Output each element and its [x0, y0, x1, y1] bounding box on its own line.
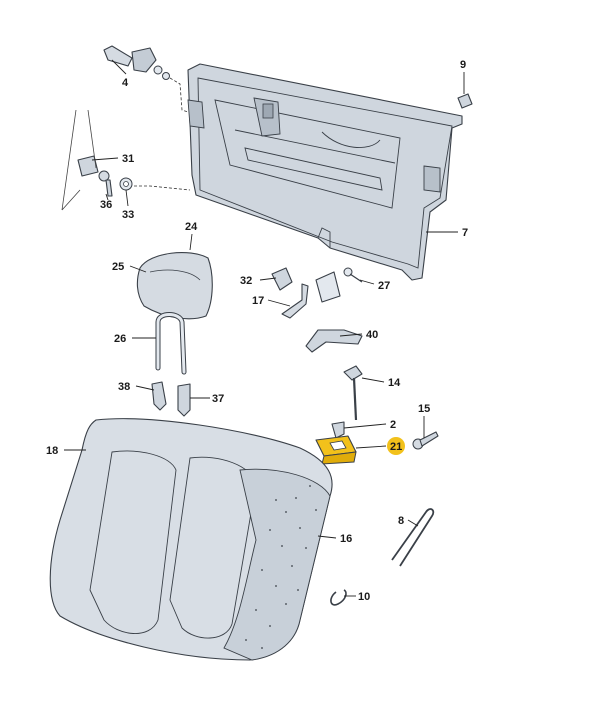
label-21-highlight: [387, 437, 405, 455]
part-17-bracket[interactable]: [281, 271, 341, 319]
leader-lines: [64, 59, 465, 597]
part-4-latch-striker[interactable]: [103, 45, 170, 80]
label-36: 36: [100, 199, 112, 211]
label-14: 14: [388, 377, 401, 389]
part-7-backrest-panel[interactable]: [187, 63, 463, 281]
part-31-clip[interactable]: [77, 155, 99, 177]
label-24: 24: [185, 221, 198, 233]
part-26-headrest-guide[interactable]: [155, 312, 187, 375]
part-27-screw[interactable]: [343, 267, 363, 283]
label-37: 37: [212, 393, 224, 405]
part-9-cap[interactable]: [457, 93, 473, 109]
label-40: 40: [366, 329, 378, 341]
part-18-backrest-cushion[interactable]: [49, 418, 333, 661]
label-7: 7: [462, 227, 468, 239]
part-37-sleeve[interactable]: [177, 383, 191, 417]
part-10-spring-clip[interactable]: [330, 589, 347, 606]
label-33: 33: [122, 209, 134, 221]
label-15: 15: [418, 403, 430, 415]
part-21-lock-housing[interactable]: [315, 435, 357, 465]
label-4: 4: [122, 77, 129, 89]
part-2-grommet[interactable]: [331, 421, 345, 439]
label-9: 9: [460, 59, 466, 71]
label-25: 25: [112, 261, 124, 273]
label-21: 21: [390, 441, 402, 453]
label-16: 16: [340, 533, 352, 545]
label-27: 27: [378, 280, 390, 292]
part-labels: 4 9 7 31 36 33 24 25 32 17 27 40 26 38 3…: [46, 59, 468, 603]
part-32-clip[interactable]: [271, 267, 293, 291]
part-33-washer-nut[interactable]: [119, 177, 133, 191]
label-26: 26: [114, 333, 126, 345]
label-38: 38: [118, 381, 130, 393]
part-36-screw[interactable]: [98, 170, 113, 197]
label-18: 18: [46, 445, 58, 457]
label-17: 17: [252, 295, 264, 307]
label-10: 10: [358, 591, 370, 603]
part-25-headrest[interactable]: [136, 252, 213, 320]
label-2: 2: [390, 419, 396, 431]
label-32: 32: [240, 275, 252, 287]
label-31: 31: [122, 153, 134, 165]
part-8-hook-rod[interactable]: [391, 508, 435, 567]
part-14-cable-handle[interactable]: [343, 365, 363, 421]
part-38-sleeve[interactable]: [151, 381, 167, 411]
part-15-bolt[interactable]: [412, 431, 439, 450]
label-8: 8: [398, 515, 404, 527]
part-40-lock-rod[interactable]: [305, 329, 363, 353]
